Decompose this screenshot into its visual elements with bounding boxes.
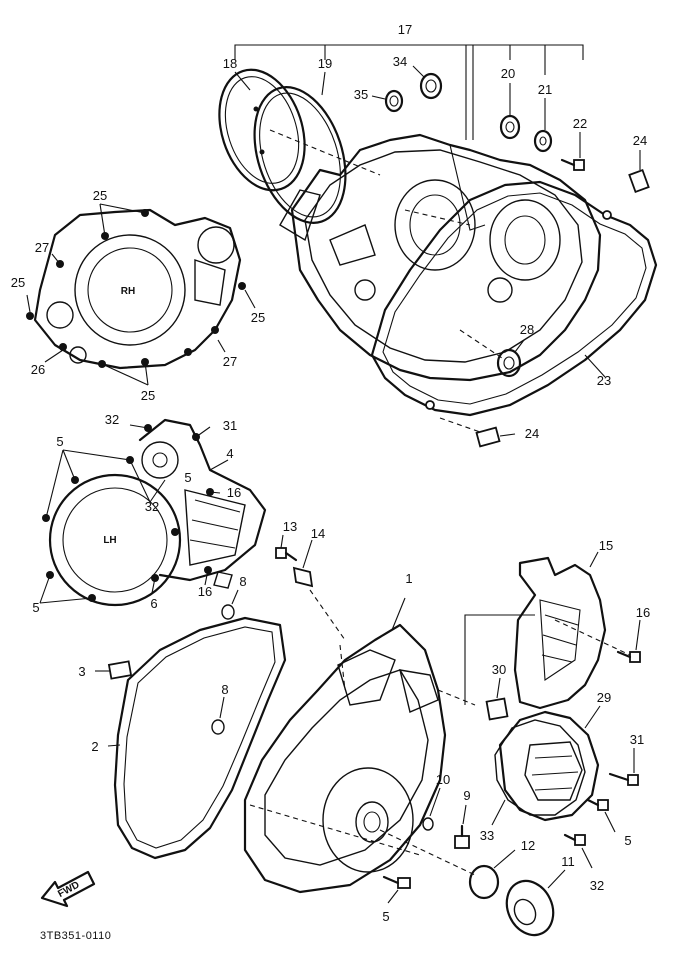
callout-c18: 18	[223, 56, 237, 71]
callout-c5a: 5	[56, 434, 63, 449]
part-21-washer	[533, 98, 553, 153]
rh-cover: RH	[26, 203, 256, 386]
part-10-oring	[422, 787, 441, 831]
callout-c32c: 32	[590, 878, 604, 893]
callout-c24b: 24	[525, 426, 539, 441]
part-24-dowel-upper	[628, 150, 650, 194]
part-22-screw	[560, 132, 585, 171]
part-28-seal	[496, 339, 525, 378]
callout-c19: 19	[318, 56, 332, 71]
callout-c17: 17	[398, 22, 412, 37]
callout-c23: 23	[597, 373, 611, 388]
callout-c14: 14	[311, 526, 325, 541]
part-5-bolt-right	[586, 798, 616, 833]
lh-cover: LH	[39, 418, 267, 607]
bracket-17	[234, 44, 584, 140]
callout-c29: 29	[597, 690, 611, 705]
callout-c5e: 5	[382, 909, 389, 924]
callout-c21: 21	[538, 82, 552, 97]
part-19-gasket	[253, 71, 347, 224]
callout-c5c: 5	[32, 600, 39, 615]
part-23-gasket	[370, 180, 658, 417]
part-35-seal	[371, 89, 404, 113]
callout-c5d: 5	[624, 833, 631, 848]
callout-c27a: 27	[35, 240, 49, 255]
callout-c11: 11	[561, 854, 575, 869]
part-9-bolt	[454, 804, 470, 849]
callout-c25c: 25	[251, 310, 265, 325]
callout-c31a: 31	[223, 418, 237, 433]
callout-c15: 15	[599, 538, 613, 553]
callout-c25a: 25	[93, 188, 107, 203]
lh-cover-tag: LH	[103, 535, 116, 546]
callout-c26: 26	[31, 362, 45, 377]
part-11-plug	[505, 869, 566, 937]
callout-c16b: 16	[198, 584, 212, 599]
forward-direction-arrow: FWD	[40, 870, 96, 908]
callout-c32a: 32	[105, 412, 119, 427]
callout-c3: 3	[78, 664, 85, 679]
callout-c24a: 24	[633, 133, 647, 148]
callout-c6: 6	[150, 596, 157, 611]
crankcase-cover-rh	[269, 129, 602, 382]
callout-c22: 22	[573, 116, 587, 131]
part-3-dowel	[95, 660, 133, 680]
callout-c27b: 27	[223, 354, 237, 369]
part-16-bolt	[616, 619, 641, 663]
rh-cover-tag: RH	[121, 286, 135, 297]
part-14-collar	[292, 539, 346, 641]
callout-c31b: 31	[630, 732, 644, 747]
drawing-code: 3TB351-0110	[40, 930, 111, 942]
callout-c10: 10	[436, 772, 450, 787]
callout-c8a: 8	[239, 574, 246, 589]
callout-c13: 13	[283, 519, 297, 534]
callout-c35: 35	[354, 87, 368, 102]
part-5-bolt-bottom	[382, 875, 411, 904]
part-31-bolt	[608, 748, 639, 786]
part-8-oring-upper	[221, 589, 239, 620]
callout-c33: 33	[480, 828, 494, 843]
part-20-seal	[499, 83, 521, 140]
callout-c20: 20	[501, 66, 515, 81]
part-13-bolt	[275, 534, 298, 562]
callout-c32b: 32	[145, 499, 159, 514]
callout-c28: 28	[520, 322, 534, 337]
callout-c16c: 16	[636, 605, 650, 620]
part-33-gasket	[491, 719, 586, 826]
callout-c25d: 25	[141, 388, 155, 403]
part-15-sprocket-guard	[464, 551, 631, 710]
callout-c8b: 8	[221, 682, 228, 697]
part-2-gasket	[107, 616, 287, 860]
part-18-cover-plate	[218, 68, 306, 192]
part-24-dowel-lower	[439, 417, 516, 448]
part-12-oring	[468, 849, 516, 900]
callout-c25b: 25	[11, 275, 25, 290]
callout-c12: 12	[521, 838, 535, 853]
part-34-seal	[412, 65, 443, 100]
callout-c5b: 5	[184, 470, 191, 485]
callout-c34: 34	[393, 54, 407, 69]
callout-c1: 1	[405, 571, 412, 586]
callout-c30: 30	[492, 662, 506, 677]
callout-c16a: 16	[227, 485, 241, 500]
part-1-generator-cover	[243, 597, 476, 894]
part-30-collar	[485, 677, 509, 721]
callout-c9: 9	[463, 788, 470, 803]
part-32-bolt	[563, 833, 593, 869]
callout-c4: 4	[226, 446, 233, 461]
callout-c2: 2	[91, 739, 98, 754]
